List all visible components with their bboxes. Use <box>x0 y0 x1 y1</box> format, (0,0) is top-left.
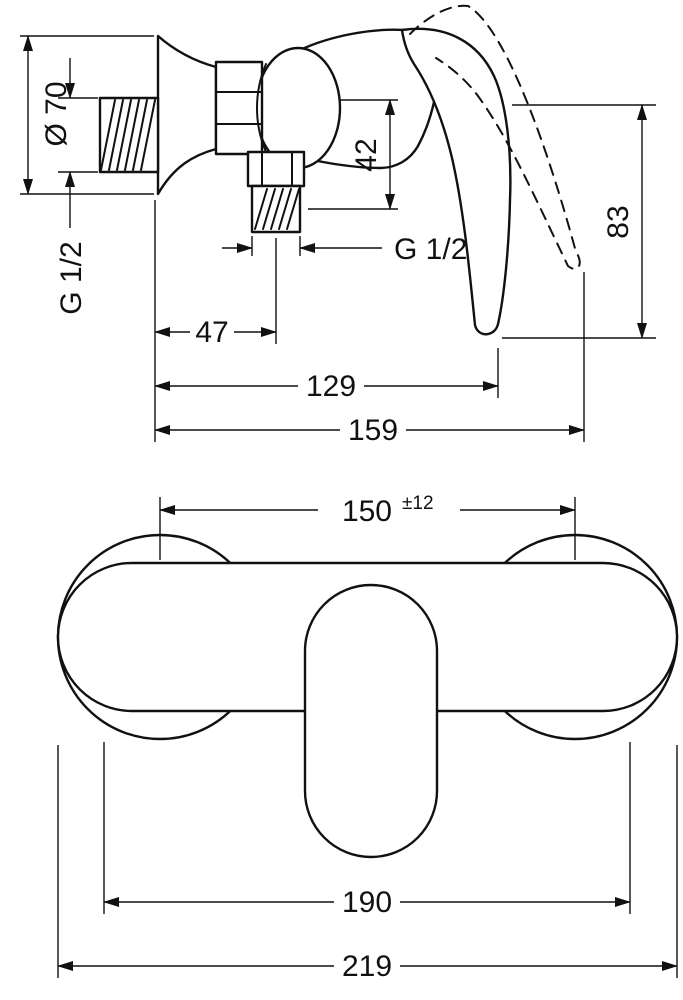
dimension-label: G 1/2 <box>394 233 467 266</box>
dimension-wall-to-handle-max: 159 <box>154 272 585 447</box>
union-body-edge <box>256 63 267 153</box>
dimension-escutcheon-diameter: Ø 70 <box>20 35 154 195</box>
outlet-connection <box>246 150 306 234</box>
dimension-label: 219 <box>342 950 392 983</box>
dimension-wall-thread: G 1/2 <box>55 58 98 315</box>
dimension-outlet-thread: G 1/2 <box>222 233 467 266</box>
escutcheon-cone <box>156 34 218 196</box>
side-view-dimensions: Ø 70 G 1/2 42 G 1/2 <box>20 35 656 447</box>
handle-front <box>303 583 439 859</box>
dimension-label: 190 <box>342 886 392 919</box>
dimension-connection-centers: 150 ±12 <box>159 492 576 560</box>
side-view <box>98 4 581 336</box>
front-view <box>56 533 679 859</box>
handle-lever-alt-position <box>409 4 581 270</box>
dimension-label: 47 <box>195 316 228 349</box>
dimension-label: G 1/2 <box>55 241 88 314</box>
dimension-label: 42 <box>350 138 383 171</box>
dimension-label: 159 <box>348 414 398 447</box>
dimension-tolerance-label: ±12 <box>402 493 434 514</box>
dimension-wall-to-outlet: 47 <box>154 238 277 349</box>
dimension-outlet-drop: 42 <box>308 99 398 210</box>
dimension-overall-width: 219 <box>57 745 678 983</box>
handle-lever <box>400 27 512 336</box>
dimension-label: 150 <box>342 495 392 528</box>
hex-nut <box>214 60 264 156</box>
dimension-body-width: 190 <box>103 742 631 919</box>
dimension-label: 129 <box>306 370 356 403</box>
wall-connection-pipe <box>98 96 160 174</box>
dimension-wall-to-handle: 129 <box>154 348 499 403</box>
dimension-label: Ø 70 <box>40 81 73 146</box>
union-body <box>254 46 342 170</box>
front-view-dimensions: 150 ±12 190 219 <box>57 492 678 983</box>
dimension-label: 83 <box>602 205 635 238</box>
dimension-handle-span: 83 <box>502 104 656 339</box>
